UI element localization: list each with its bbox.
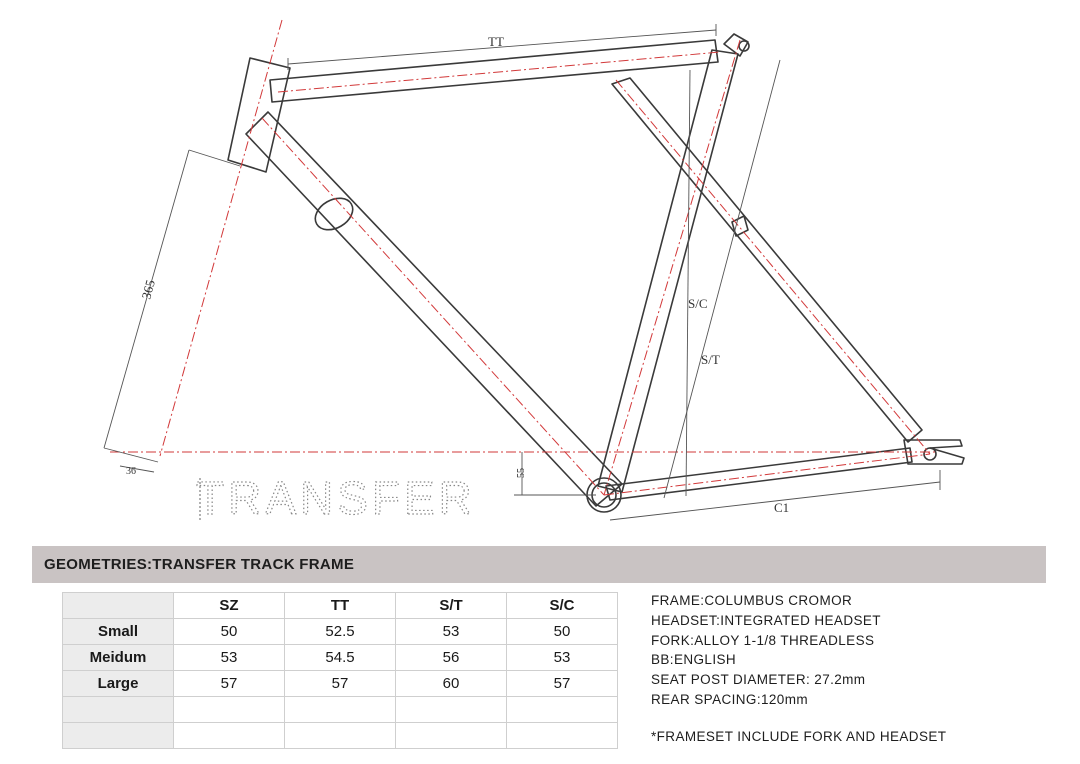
seat-center-label: S/C [688, 296, 708, 311]
table-cell: 52.5 [284, 618, 396, 645]
rear-dropout [903, 439, 965, 465]
table-cell: 57 [506, 670, 618, 697]
chainstay-label: C1 [774, 500, 789, 515]
table-cell: 53 [395, 618, 507, 645]
fork-offset-label: 36 [126, 466, 136, 477]
down-tube-cutout [314, 197, 354, 231]
frame-specs: FRAME:COLUMBUS CROMOR HEADSET:INTEGRATED… [651, 591, 881, 710]
table-corner-cell [62, 592, 174, 619]
row-label-large: Large [62, 670, 174, 697]
down-tube [245, 111, 623, 507]
table-header-row: SZ TT S/T S/C [62, 592, 618, 619]
spec-bb: BB:ENGLISH [651, 652, 737, 668]
top-tube [269, 39, 719, 103]
table-cell: 54.5 [284, 644, 396, 671]
row-label-medium: Meidum [62, 644, 174, 671]
spec-seatpost: SEAT POST DIAMETER: 27.2mm [651, 672, 866, 688]
fork-length-label: 365 [138, 278, 158, 301]
table-row: Small 50 52.5 53 50 [62, 618, 618, 645]
table-row: Meidum 53 54.5 56 53 [62, 644, 618, 671]
table-cell: 53 [506, 644, 618, 671]
spec-fork: FORK:ALLOY 1-1/8 THREADLESS [651, 632, 875, 648]
table-cell: 53 [173, 644, 285, 671]
table-row-empty [62, 722, 618, 749]
chain-stay [605, 447, 913, 501]
column-header-sc: S/C [506, 592, 618, 619]
column-header-st: S/T [395, 592, 507, 619]
table-cell: 57 [173, 670, 285, 697]
geometry-title: GEOMETRIES:TRANSFER TRACK FRAME [44, 556, 355, 573]
table-row-empty [62, 696, 618, 723]
table-cell: 50 [506, 618, 618, 645]
spec-frame: FRAME:COLUMBUS CROMOR [651, 593, 853, 608]
table-cell: 57 [284, 670, 396, 697]
table-cell: 60 [395, 670, 507, 697]
frameset-note: *FRAMESET INCLUDE FORK AND HEADSET [651, 729, 947, 744]
seat-top-label: S/T [701, 352, 720, 367]
brand-logo-text: TRANSFER [196, 472, 476, 524]
table-cell: 56 [395, 644, 507, 671]
frame-geometry-drawing: TT 365 36 55 S/C S/T C1 TRANSFER [103, 19, 965, 525]
row-label-small: Small [62, 618, 174, 645]
bb-drop-label: 55 [516, 468, 527, 478]
head-tube [227, 57, 291, 173]
geometry-table: SZ TT S/T S/C Small 50 52.5 53 50 Meidum… [62, 592, 618, 749]
table-row: Large 57 57 60 57 [62, 670, 618, 697]
spec-headset: HEADSET:INTEGRATED HEADSET [651, 612, 881, 628]
column-header-tt: TT [284, 592, 396, 619]
column-header-sz: SZ [173, 592, 285, 619]
table-cell: 50 [173, 618, 285, 645]
tt-label: TT [488, 34, 504, 49]
seat-stay [611, 77, 923, 443]
geometry-header-bar: GEOMETRIES:TRANSFER TRACK FRAME [32, 546, 1046, 583]
spec-rear-spacing: REAR SPACING:120mm [651, 691, 808, 707]
seat-tube [597, 49, 739, 493]
